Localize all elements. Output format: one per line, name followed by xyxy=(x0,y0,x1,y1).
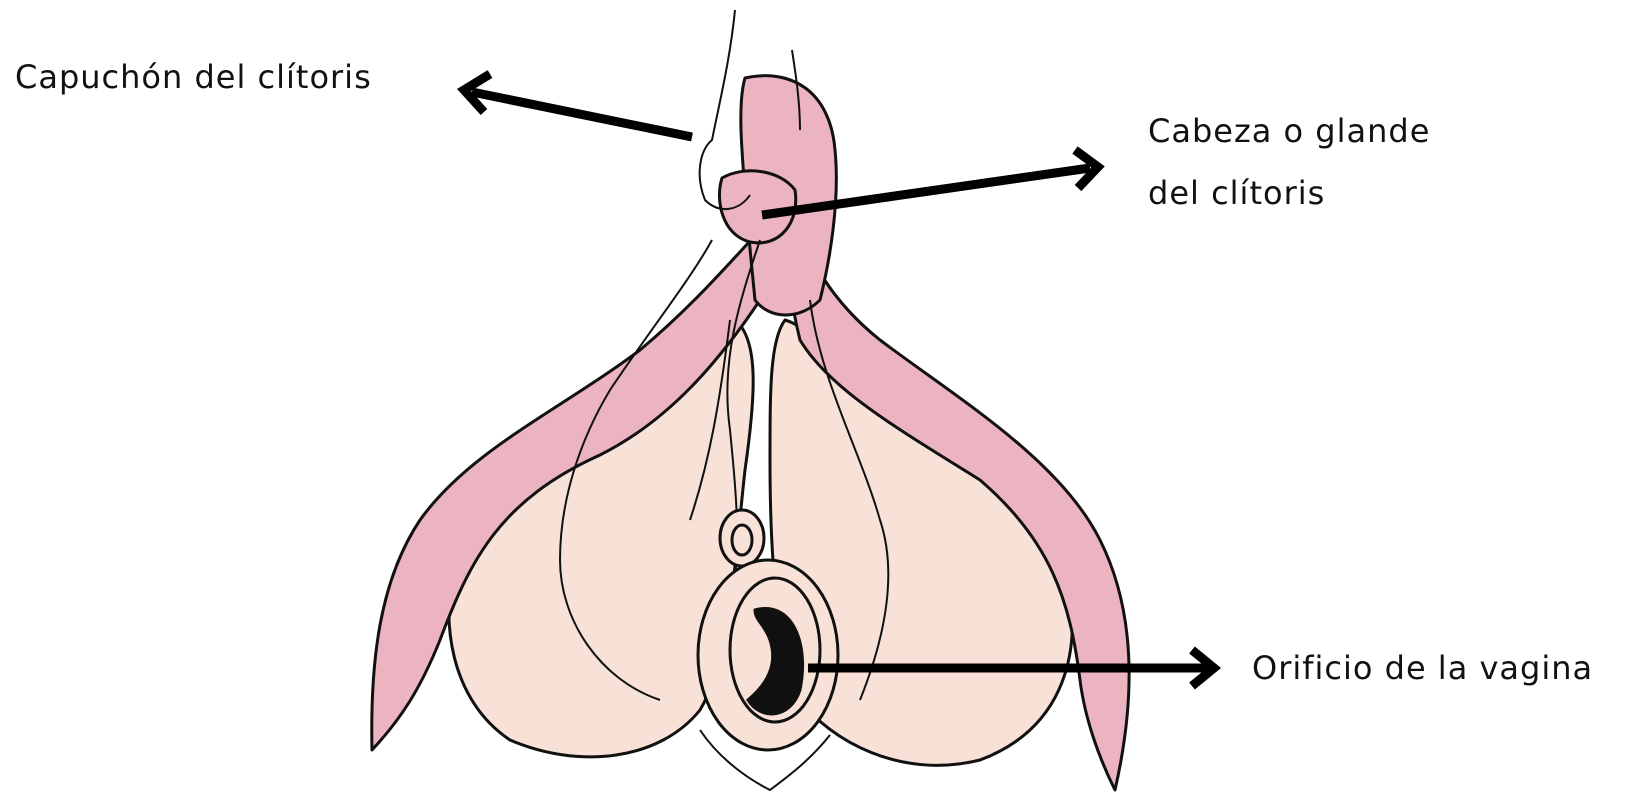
label-glans-line2: del clítoris xyxy=(1148,162,1430,224)
label-glans-line1: Cabeza o glande xyxy=(1148,100,1430,162)
vaginal-orifice xyxy=(698,560,838,750)
glans xyxy=(719,171,795,243)
arrow-hood-line xyxy=(472,92,692,137)
label-vaginal-orifice: Orificio de la vagina xyxy=(1252,637,1593,699)
label-clitoral-glans: Cabeza o glande del clítoris xyxy=(1148,100,1430,224)
label-clitoral-hood: Capuchón del clítoris xyxy=(15,46,372,108)
urethral-opening xyxy=(720,510,764,566)
